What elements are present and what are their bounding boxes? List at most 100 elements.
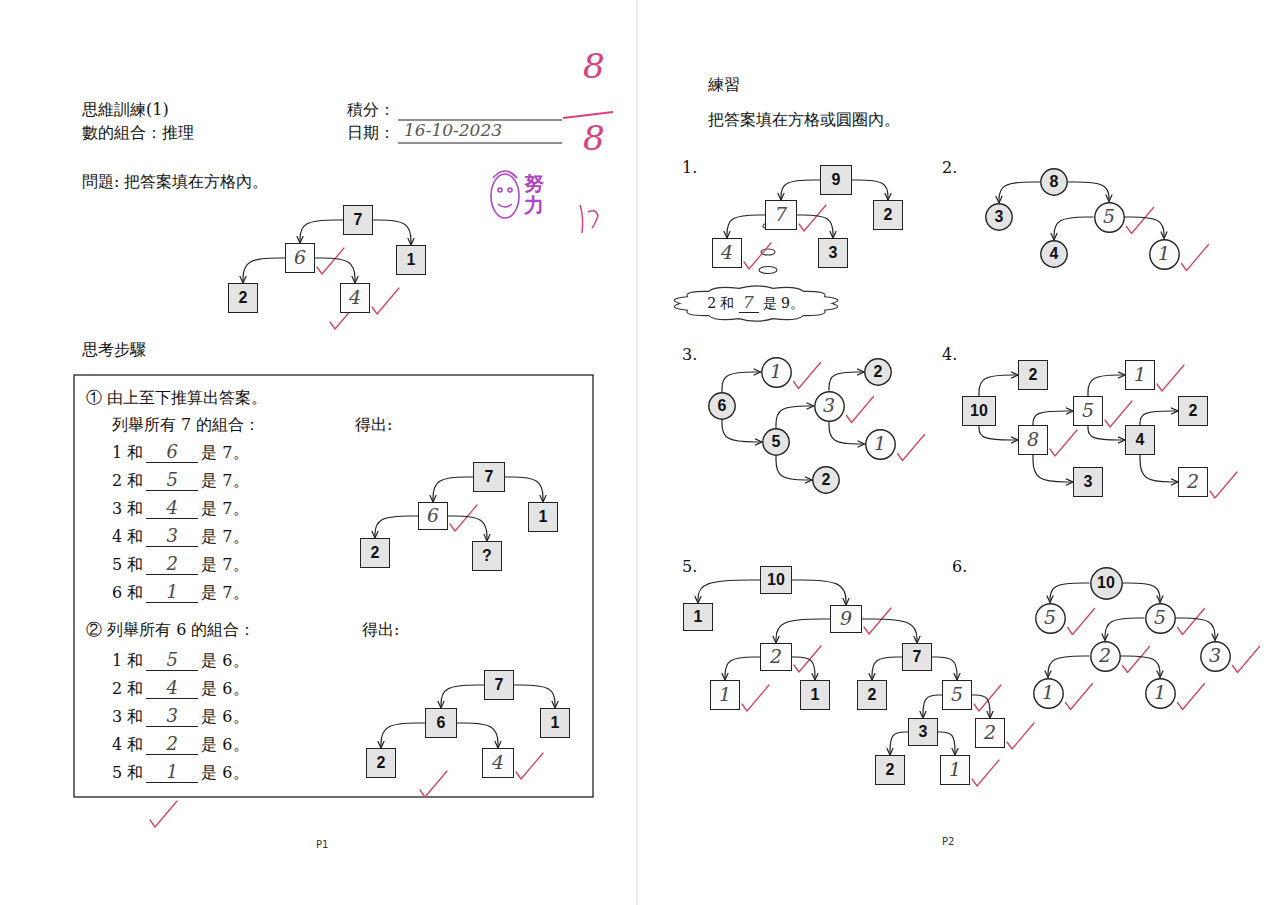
number-text: 9 (832, 170, 841, 189)
number-box: 4 (1125, 425, 1155, 455)
answer-blank: 3 (146, 706, 198, 727)
check-mark (1066, 684, 1093, 710)
stamp-face (491, 171, 519, 218)
answer-text: 5 (1154, 607, 1166, 629)
number-text: 3 (829, 243, 838, 262)
number-text: 10 (970, 401, 988, 420)
split-arrow (722, 372, 761, 392)
number-box: 7 (473, 462, 505, 492)
number-text: 10 (767, 570, 785, 589)
number-box: 6 (418, 502, 448, 530)
number-box: 7 (902, 643, 932, 671)
worksheet-text: 問題: 把答案填在方格內。 (82, 172, 268, 193)
number-text: 1 (694, 607, 703, 626)
number-text: 2 (822, 470, 831, 489)
split-arrow (1121, 656, 1161, 678)
check-mark (744, 243, 771, 269)
split-arrow (923, 695, 942, 718)
worksheet-text: 5. (682, 557, 697, 578)
split-arrow (300, 220, 343, 243)
split-arrow (829, 372, 864, 391)
number-circle: 5 (1094, 202, 1125, 233)
combination-line: 3 和3是 6。 (112, 706, 249, 728)
number-text: 1 (551, 713, 560, 732)
worksheet-text: 1 和 (112, 651, 143, 672)
answer-text: 1 (719, 684, 731, 706)
worksheet-text: 得出: (362, 620, 399, 641)
number-box: 4 (712, 238, 742, 268)
number-circle: 1 (1149, 239, 1180, 270)
split-arrow (722, 420, 762, 442)
number-box: 4 (340, 283, 370, 313)
split-arrow (381, 723, 425, 748)
worksheet-text: 是 7。 (201, 527, 248, 548)
worksheet-text: 數的組合：推理 (82, 123, 194, 144)
answer-text: 5 (1103, 206, 1115, 228)
worksheet-text: 6. (952, 557, 967, 578)
worksheet-text: ① 由上至下推算出答案。 (86, 388, 267, 409)
split-arrow (1140, 455, 1178, 482)
answer-blank: 4 (146, 678, 198, 699)
split-arrow (1088, 375, 1125, 396)
number-text: 4 (1050, 244, 1059, 263)
split-arrow (862, 619, 917, 643)
answer-blank: 5 (146, 650, 198, 671)
answer-text: 4 (492, 752, 504, 774)
worksheet-text: 是 6。 (201, 679, 248, 700)
split-arrow (781, 180, 820, 200)
number-box: 10 (760, 566, 792, 594)
worksheet-text: 是 6。 (201, 707, 248, 728)
split-arrow (505, 477, 543, 502)
split-arrow (872, 657, 902, 680)
check-mark (420, 771, 447, 797)
number-text: 8 (1050, 172, 1059, 191)
number-box: 7 (343, 205, 373, 235)
worksheet-text: 是 6。 (201, 651, 248, 672)
check-mark (317, 248, 344, 274)
worksheet-text: 是 7。 (201, 471, 248, 492)
worksheet-text: 得出: (355, 415, 392, 436)
split-arrow (979, 426, 1018, 440)
answer-text: 7 (739, 293, 759, 314)
number-circle: 2 (864, 358, 892, 386)
answer-text: 5 (951, 684, 963, 706)
number-text: 2 (874, 362, 883, 381)
answer-text: 9 (840, 608, 852, 630)
answer-blank: 6 (146, 442, 198, 463)
answer-text: 2 (1099, 645, 1111, 667)
check-mark (1050, 430, 1077, 456)
worksheet-text: 列舉所有 7 的組合： (112, 415, 260, 436)
worksheet-text: ② 列舉所有 6 的組合： (86, 620, 255, 641)
split-arrow (1033, 455, 1073, 482)
check-mark (799, 205, 826, 231)
split-arrow (1140, 411, 1178, 425)
check-mark (898, 435, 925, 461)
answer-text: 2 (770, 646, 782, 668)
split-arrow (698, 580, 760, 603)
number-text: 是 9。 (763, 295, 804, 312)
answer-text: 5 (1082, 400, 1094, 422)
split-arrow (792, 580, 846, 605)
split-arrow (890, 732, 908, 755)
split-arrow (1033, 411, 1073, 425)
worksheet-text: 是 7。 (201, 583, 248, 604)
worksheet-text: 3. (682, 345, 697, 366)
number-text: 7 (354, 210, 363, 229)
number-box: 1 (800, 680, 830, 710)
worksheet-text: 努力 (524, 172, 544, 216)
check-mark (794, 363, 821, 389)
combination-line: 5 和1是 6。 (112, 762, 249, 784)
check-mark (1178, 609, 1205, 635)
thought-cloud: 2 和7是 9。 (675, 284, 837, 323)
worksheet-text: 是 7。 (201, 555, 248, 576)
worksheet-text: 2. (942, 158, 957, 179)
number-text: 10 (1097, 573, 1115, 592)
check-mark (516, 753, 543, 779)
number-text: ? (482, 546, 492, 565)
answer-text: 1 (949, 759, 961, 781)
check-mark (1210, 472, 1237, 498)
split-arrow (433, 477, 473, 502)
split-arrow (776, 456, 812, 480)
worksheet-text: 6 和 (112, 583, 143, 604)
